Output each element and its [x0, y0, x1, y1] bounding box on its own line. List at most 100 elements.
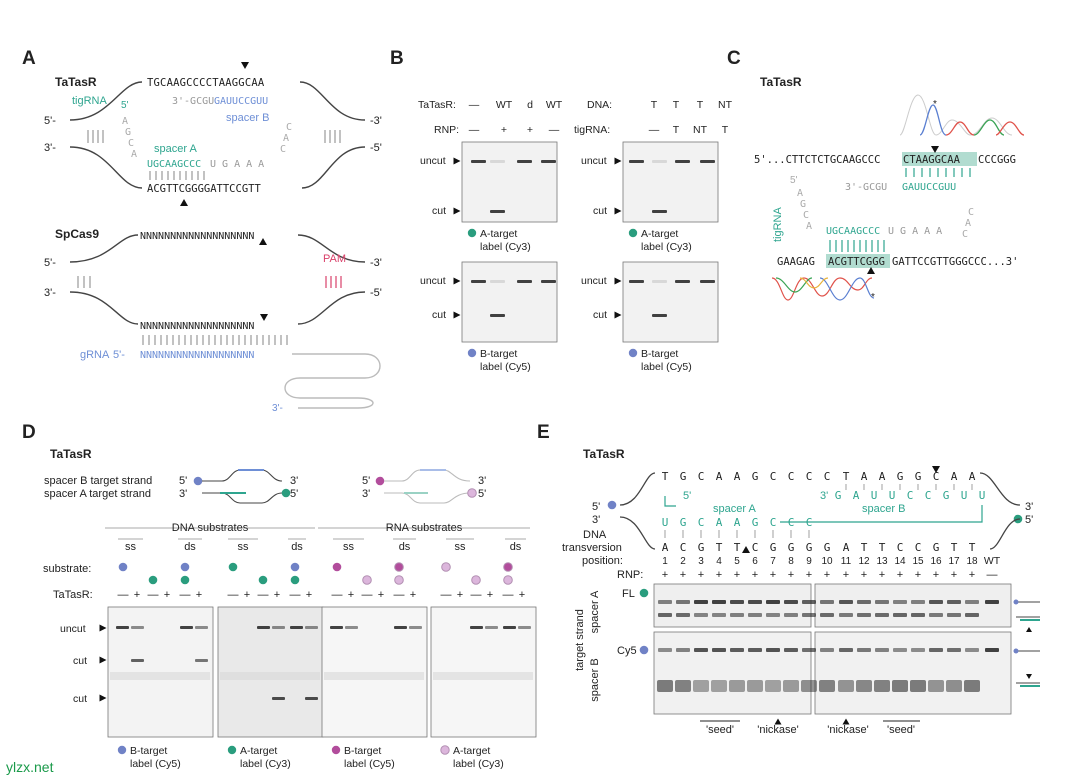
- d-ss-ds: ss: [343, 541, 355, 553]
- e-spa-base: C: [770, 516, 777, 529]
- e-cy5-band: [911, 648, 925, 652]
- b-uncut-band: [652, 160, 667, 163]
- e-position-number: 17: [948, 556, 960, 567]
- d-cut-label-2: cut: [73, 693, 87, 705]
- d-uncut-band: [485, 626, 498, 629]
- e-cy5-band: [965, 648, 979, 652]
- e-transv-base: T: [716, 541, 723, 554]
- b-cut-label: cut: [593, 205, 607, 217]
- d-uncut-band: [409, 626, 422, 629]
- b-uncut-band: [541, 280, 556, 283]
- e-spa-label: spacer A: [713, 503, 756, 515]
- b-label-dot: [467, 348, 477, 358]
- e-fl-band: [802, 600, 816, 604]
- d-rna-substrates: RNA substrates: [386, 522, 463, 534]
- b-rnp-val: —: [469, 124, 480, 136]
- e-transv-base: A: [662, 541, 669, 554]
- b-dna-label: DNA:: [587, 99, 612, 111]
- d-substrate-dot: [290, 562, 300, 572]
- b-cut-label: cut: [432, 309, 446, 321]
- b-uncut-band: [675, 160, 690, 163]
- b-cut-arrow: [453, 207, 461, 215]
- chromatogram-star-top: *: [933, 99, 937, 110]
- b-tig-label: tigRNA:: [574, 124, 610, 136]
- d-schema-dot-b: [193, 476, 203, 486]
- e-rnp-plus: +: [915, 569, 921, 581]
- e-nickase-label-2: 'nickase': [827, 724, 869, 736]
- e-fl-band: [911, 600, 925, 604]
- c-loop-right: C: [968, 207, 974, 218]
- e-spa-base: C: [698, 516, 705, 529]
- e-nickase-label-1: 'nickase': [757, 724, 799, 736]
- b-rnp-val: +: [501, 124, 507, 136]
- e-cy5-cleaved-smear: [783, 680, 799, 692]
- tatasr-top-sequence: TGCAAGCCCCTAAGGCAA: [147, 77, 265, 89]
- e-cleaved-band: [748, 613, 762, 617]
- d-three-4: 3': [478, 475, 486, 487]
- e-cy5-cleaved-smear: [819, 680, 835, 692]
- d-substrate-dot: [332, 562, 342, 572]
- e-fl-band: [965, 600, 979, 604]
- loop-base-left: A: [131, 149, 137, 160]
- e-cy5-cleaved-smear: [711, 680, 727, 692]
- b-cut-band: [652, 210, 667, 213]
- loop-base-right: A: [283, 133, 289, 144]
- d-substrate-dot: [118, 562, 128, 572]
- d-caption-line1: A-target: [453, 745, 490, 757]
- grna-scaffold: [284, 353, 381, 409]
- e-fl-band: [839, 600, 853, 604]
- e-spa-base: C: [788, 516, 795, 529]
- e-wt-band: [985, 600, 999, 604]
- e-spa-base: G: [680, 516, 687, 529]
- e-transv-base: T: [861, 541, 868, 554]
- e-cy5-cleaved-smear: [856, 680, 872, 692]
- d-ss-ds: ds: [510, 541, 522, 553]
- spcas9-top-n: NNNNNNNNNNNNNNNNNNN: [140, 231, 254, 242]
- spacer-a-teal: UGCAAGCCC: [147, 159, 201, 170]
- e-fl-band: [947, 600, 961, 604]
- e-spb-base: U: [979, 489, 986, 502]
- d-smear: [110, 672, 210, 680]
- e-cy5-band: [929, 648, 943, 652]
- e-wt-cy5-band: [985, 648, 999, 652]
- d-pm-symbol: —: [503, 589, 514, 601]
- e-transv-base: C: [915, 541, 922, 554]
- e-transv-base: C: [752, 541, 759, 554]
- d-pm-symbol: +: [348, 589, 354, 601]
- e-position-number: 2: [680, 556, 686, 567]
- e-top-base: C: [806, 470, 813, 483]
- d-substrate-dot: [394, 562, 404, 572]
- e-transv-base: T: [734, 541, 741, 554]
- e-five-left: 5': [592, 501, 600, 513]
- e-spB-three: 3': [820, 490, 828, 502]
- c-loop-right: C: [962, 229, 968, 240]
- loop-base-right: C: [280, 144, 286, 155]
- d-five-2: 5': [290, 488, 298, 500]
- e-position-number: 12: [858, 556, 870, 567]
- d-pm-symbol: —: [148, 589, 159, 601]
- e-transv-base: G: [933, 541, 940, 554]
- d-label-b: spacer B target strand: [44, 475, 152, 487]
- d-pm-symbol: —: [180, 589, 191, 601]
- b-uncut-arrow: [614, 277, 622, 285]
- pam-label: PAM: [323, 253, 346, 265]
- b-tig-val: —: [649, 124, 660, 136]
- tatasr-bottom-strand-right: [301, 146, 366, 189]
- chromatogram-red: [945, 121, 975, 136]
- c-highlight-top: [902, 152, 977, 166]
- d-uncut-band: [394, 626, 407, 629]
- b-cut-band: [490, 314, 505, 317]
- d-ss-ds: ds: [184, 541, 196, 553]
- panel-letter-d: D: [22, 422, 36, 443]
- spcas9-bottom-left: [69, 291, 139, 325]
- d-uncut-band: [195, 626, 208, 629]
- d-cut-band: [305, 697, 318, 700]
- e-position-number: 7: [770, 556, 776, 567]
- b-uncut-band: [652, 280, 667, 283]
- e-rnp-plus: +: [879, 569, 885, 581]
- d-caption-line2: label (Cy3): [240, 758, 291, 770]
- e-transv-base: T: [879, 541, 886, 554]
- d-ss-ds: ss: [238, 541, 250, 553]
- d-substrate-dot: [290, 575, 300, 585]
- e-top-base: G: [897, 470, 904, 483]
